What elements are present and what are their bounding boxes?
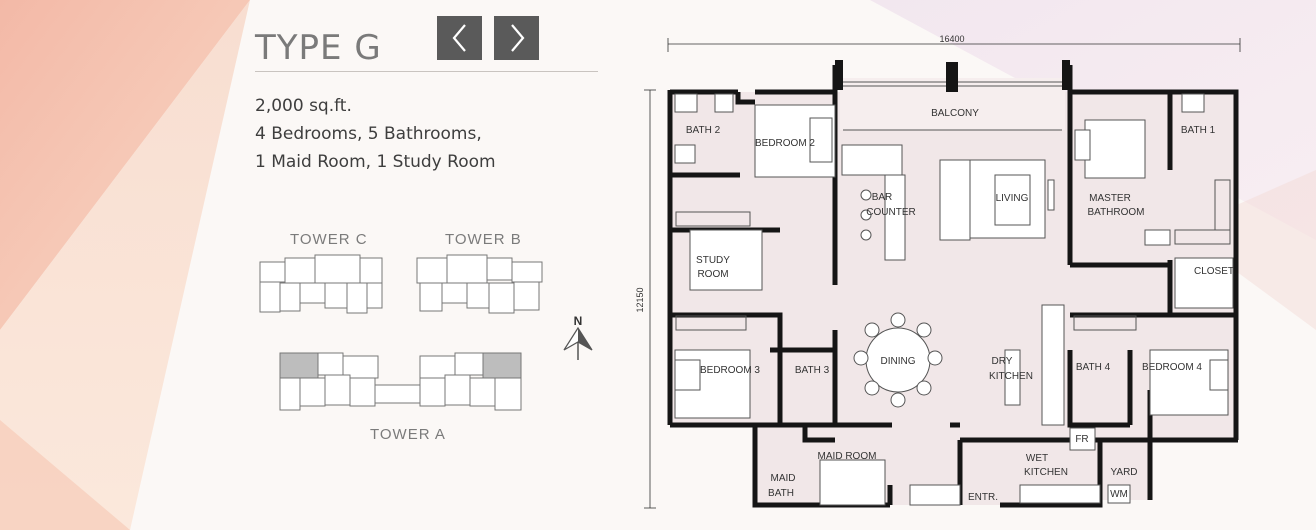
structural-column (835, 60, 843, 90)
tower-c-block (259, 254, 383, 314)
chevron-right-icon (510, 24, 524, 52)
room-study-room: ROOM (697, 269, 728, 280)
room-bath-2: BATH 2 (686, 125, 721, 136)
dining-table (853, 312, 943, 408)
room-bedroom-2: BEDROOM 2 (755, 138, 815, 149)
tower-c-label: TOWER C (290, 231, 368, 248)
dimension-height-label: 12150 (635, 287, 645, 312)
north-compass-icon: N (563, 314, 593, 360)
compass-label: N (574, 314, 583, 328)
room-closet: CLOSET (1194, 266, 1234, 277)
room-bath-4: BATH 4 (1076, 362, 1111, 373)
room-maid-room: MAID ROOM (818, 451, 877, 462)
dimension-width (667, 38, 1241, 52)
room-living: LIVING (996, 193, 1029, 204)
room-dining: DINING (881, 356, 916, 367)
room-maid-bath: BATH (768, 488, 794, 499)
room-bedroom-3: BEDROOM 3 (700, 365, 760, 376)
prev-button[interactable] (437, 16, 482, 60)
room-maid: MAID (771, 473, 796, 484)
unit-spec-line-1: 4 Bedrooms, 5 Bathrooms, (255, 124, 482, 144)
next-button[interactable] (494, 16, 539, 60)
room-bedroom-4: BEDROOM 4 (1142, 362, 1202, 373)
room-balcony: BALCONY (931, 108, 979, 119)
room-dry: DRY (992, 356, 1013, 367)
room-counter: COUNTER (866, 207, 915, 218)
room-dry-kitchen: KITCHEN (989, 371, 1033, 382)
room-bar: BAR (872, 192, 893, 203)
tower-b-label: TOWER B (445, 231, 522, 248)
fridge-label: FR (1075, 434, 1088, 445)
room-master-bathroom: BATHROOM (1087, 207, 1144, 218)
structural-column (946, 62, 958, 92)
furniture (674, 93, 1234, 506)
room-wet-kitchen: KITCHEN (1024, 467, 1068, 478)
chevron-left-icon (452, 24, 466, 52)
room-bath-1: BATH 1 (1181, 125, 1216, 136)
dimension-height (644, 89, 656, 509)
unit-area: 2,000 sq.ft. (255, 96, 352, 116)
title-divider (255, 71, 598, 72)
tower-a-block (279, 352, 522, 411)
dimension-width-label: 16400 (939, 34, 964, 44)
room-yard: YARD (1110, 467, 1137, 478)
unit-type-title: TYPE G (255, 28, 382, 68)
closet-cabinets (675, 179, 1231, 331)
room-master: MASTER (1089, 193, 1131, 204)
structural-column (1062, 60, 1070, 90)
room-study: STUDY (696, 255, 730, 266)
tower-b-block (416, 254, 543, 314)
floor-plan: 16400 12150 (635, 34, 1241, 509)
floor-area (672, 92, 1238, 505)
unit-specs: 2,000 sq.ft. 4 Bedrooms, 5 Bathrooms, 1 … (255, 92, 496, 176)
room-entrance: ENTR. (968, 492, 998, 503)
balcony-railing (843, 81, 1062, 131)
room-bath-3: BATH 3 (795, 365, 830, 376)
unit-spec-line-2: 1 Maid Room, 1 Study Room (255, 152, 496, 172)
room-wet: WET (1026, 453, 1048, 464)
tower-a-label: TOWER A (370, 426, 446, 443)
key-plan (259, 254, 543, 411)
washing-machine-label: WM (1110, 489, 1128, 500)
